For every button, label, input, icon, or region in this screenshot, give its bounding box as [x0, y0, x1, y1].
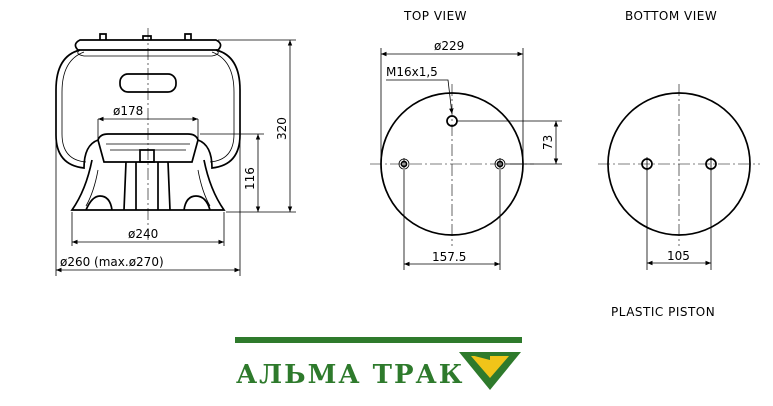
- dim-diameter-240: ø240: [128, 227, 158, 241]
- bottom-view: BOTTOM VIEW 105 PLASTIC PISTON: [598, 9, 760, 319]
- thread-callout: M16x1,5: [386, 65, 438, 79]
- side-view: ø178 ø240 ø260 (max.ø270) 320 116: [55, 28, 296, 276]
- dim-diameter-260: ø260 (max.ø270): [60, 255, 164, 269]
- piston-feet: [85, 195, 211, 211]
- dim-span-157: 157.5: [432, 250, 466, 264]
- dim-diameter-178: ø178: [113, 104, 143, 118]
- piston-note: PLASTIC PISTON: [611, 305, 715, 319]
- dim-span-105: 105: [667, 249, 690, 263]
- bellows-left: [55, 49, 99, 169]
- logo-text: АЛЬМА ТРАК: [236, 360, 464, 390]
- bottom-view-title: BOTTOM VIEW: [625, 9, 717, 23]
- piston-stem: [123, 161, 171, 211]
- top-view-title: TOP VIEW: [403, 9, 467, 23]
- mounting-studs: [99, 33, 192, 40]
- bellows-right: [197, 49, 241, 169]
- dim-diameter-229: ø229: [434, 39, 464, 53]
- dim-height-320: 320: [275, 117, 289, 140]
- dim-height-116: 116: [243, 167, 257, 190]
- logo-bar: [235, 337, 522, 343]
- dim-offset-73: 73: [541, 135, 555, 150]
- brand-logo: АЛЬМА ТРАК: [235, 337, 522, 390]
- top-view: TOP VIEW ø229 M16x1,5 73 157.5: [370, 9, 562, 270]
